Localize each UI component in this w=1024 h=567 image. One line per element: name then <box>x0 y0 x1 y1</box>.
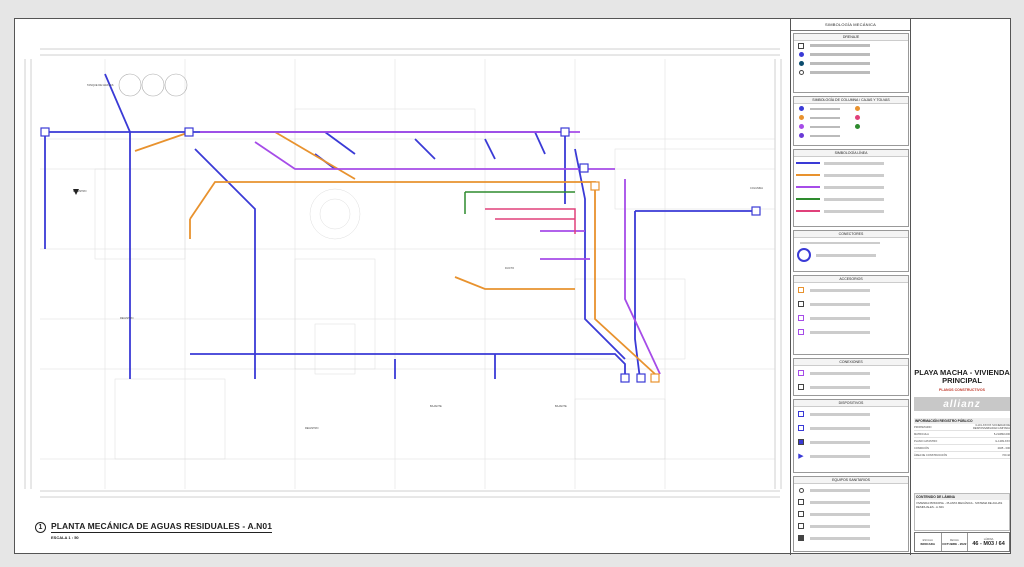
project-subtitle: PLANOS CONSTRUCTIVOS <box>939 388 985 392</box>
legend-section-title: SIMBOLOGÍA LÍNEA <box>794 150 908 157</box>
legend-section-columns: SIMBOLOGÍA DE COLUMNA / CAJAS Y TOLVAS <box>793 96 909 146</box>
title-block: PLAYA MACHA - VIVIENDA PRINCIPAL PLANOS … <box>910 19 1012 555</box>
svg-text:REGISTRO: REGISTRO <box>73 189 87 193</box>
floor-plan: TANQUE DE GRASAS REGISTRO DUCTO COLUMNA … <box>15 19 790 555</box>
svg-text:BAJANTE: BAJANTE <box>430 404 442 408</box>
logo-wordmark: allianz <box>943 398 981 410</box>
registry-info: INFORMACIÓN REGISTRO PÚBLICO PROPIETARIO… <box>914 416 1010 459</box>
plan-title-block: 1 PLANTA MECÁNICA DE AGUAS RESIDUALES - … <box>35 521 273 540</box>
legend-section-title: EQUIPOS SANITARIOS <box>794 477 908 484</box>
legend-column: SIMBOLOGÍA MECÁNICA DRENAJE SIMBOLOGÍA D… <box>790 19 910 555</box>
project-title-block: PLAYA MACHA - VIVIENDA PRINCIPAL PLANOS … <box>914 368 1010 393</box>
registry-heading: INFORMACIÓN REGISTRO PÚBLICO <box>914 418 1010 424</box>
plan-drawing: TANQUE DE GRASAS REGISTRO DUCTO COLUMNA … <box>24 48 782 498</box>
legend-section-title: ACCESORIOS <box>794 276 908 283</box>
legend-section-drainage: DRENAJE <box>793 33 909 93</box>
svg-text:COLUMNA: COLUMNA <box>750 186 763 190</box>
svg-text:TANQUE DE GRASAS: TANQUE DE GRASAS <box>87 83 114 87</box>
legend-section-title: CONEXIONES <box>794 359 908 366</box>
svg-text:DUCTO: DUCTO <box>505 266 514 270</box>
drawing-sheet: TANQUE DE GRASAS REGISTRO DUCTO COLUMNA … <box>14 18 1012 555</box>
svg-text:REGISTRO: REGISTRO <box>120 316 134 320</box>
sheet-content-heading: CONTENIDO DE LÁMINA <box>915 494 1009 500</box>
legend-section-devices: DISPOSITIVOS ▶ <box>793 399 909 473</box>
svg-text:REGISTRO: REGISTRO <box>305 426 319 430</box>
legend-section-title: DISPOSITIVOS <box>794 400 908 407</box>
legend-title: SIMBOLOGÍA MECÁNICA <box>791 19 910 31</box>
plan-title: PLANTA MECÁNICA DE AGUAS RESIDUALES - A.… <box>51 521 273 533</box>
plan-number: 1 <box>35 522 46 533</box>
sheet-content-text: VIVIENDA PRINCIPAL - PLANTA MECÁNICA - S… <box>916 501 1003 509</box>
legend-section-lines: SIMBOLOGÍA LÍNEA <box>793 149 909 227</box>
company-logo: allianz <box>914 397 1010 411</box>
legend-section-title: CONECTORES <box>794 231 908 238</box>
plan-scale: ESCALA 1 : 50 <box>51 535 79 540</box>
legend-section-accessories: ACCESORIOS <box>793 275 909 355</box>
svg-text:BAJANTE: BAJANTE <box>555 404 567 408</box>
legend-section-connectors: CONECTORES <box>793 230 909 272</box>
legend-section-sanitary: EQUIPOS SANITARIOS <box>793 476 909 552</box>
legend-section-connections: CONEXIONES <box>793 358 909 396</box>
legend-section-title: SIMBOLOGÍA DE COLUMNA / CAJAS Y TOLVAS <box>794 97 908 104</box>
project-name: PLAYA MACHA - VIVIENDA PRINCIPAL <box>914 368 1010 385</box>
legend-section-title: DRENAJE <box>794 34 908 41</box>
sheet-content-box: CONTENIDO DE LÁMINA VIVIENDA PRINCIPAL -… <box>914 493 1010 531</box>
